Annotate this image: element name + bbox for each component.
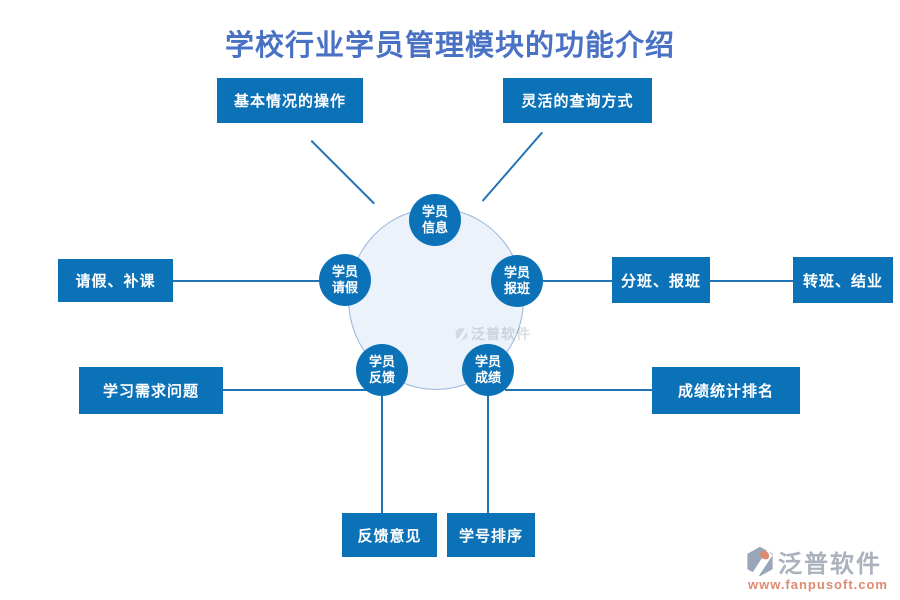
connector-learning-left (223, 389, 371, 391)
box-class-assignment: 分班、报班 (612, 257, 710, 303)
node-student-class: 学员 报班 (491, 255, 543, 307)
watermark-text: 泛普软件 (471, 326, 531, 342)
node-label: 学员 (421, 203, 448, 219)
center-watermark: 泛普软件 (455, 324, 531, 344)
connector-leave-left (173, 280, 319, 282)
page-title: 学校行业学员管理模块的功能介绍 (224, 30, 675, 62)
node-label: 报班 (503, 281, 530, 296)
connector-rank-right (505, 389, 652, 391)
connector-class-transfer (710, 280, 793, 282)
box-feedback-opinion: 反馈意见 (342, 513, 437, 557)
brand-logo-icon (747, 546, 773, 577)
node-student-feedback: 学员 反馈 (356, 344, 408, 396)
node-label: 学员 (503, 264, 530, 280)
node-label: 反馈 (368, 370, 395, 385)
box-basic-operations: 基本情况的操作 (217, 78, 363, 123)
box-score-ranking: 成绩统计排名 (652, 367, 800, 414)
box-learning-needs: 学习需求问题 (79, 367, 223, 414)
node-student-info: 学员 信息 (409, 194, 461, 246)
node-label: 成绩 (474, 370, 501, 385)
node-label: 请假 (331, 280, 358, 295)
box-transfer-graduation: 转班、结业 (793, 257, 893, 303)
connector-topright-diagonal (481, 131, 543, 202)
connector-class-right (543, 280, 612, 282)
box-flexible-query: 灵活的查询方式 (503, 78, 652, 123)
node-label: 学员 (474, 353, 501, 369)
node-label: 学员 (368, 353, 395, 369)
brand-name: 泛普软件 (777, 551, 882, 578)
box-leave-makeup: 请假、补课 (58, 259, 173, 302)
brand-logo: 泛普软件 www.fanpusoft.com (746, 544, 888, 592)
connector-sort-down (487, 396, 489, 513)
box-id-sorting: 学号排序 (447, 513, 535, 557)
watermark-logo-icon (455, 327, 468, 341)
node-student-leave: 学员 请假 (319, 254, 371, 306)
node-label: 学员 (331, 263, 358, 279)
connector-topleft-diagonal (310, 140, 375, 205)
connector-feedback-down (381, 396, 383, 513)
node-label: 信息 (421, 220, 448, 235)
node-student-score: 学员 成绩 (462, 344, 514, 396)
brand-url: www.fanpusoft.com (747, 577, 888, 592)
